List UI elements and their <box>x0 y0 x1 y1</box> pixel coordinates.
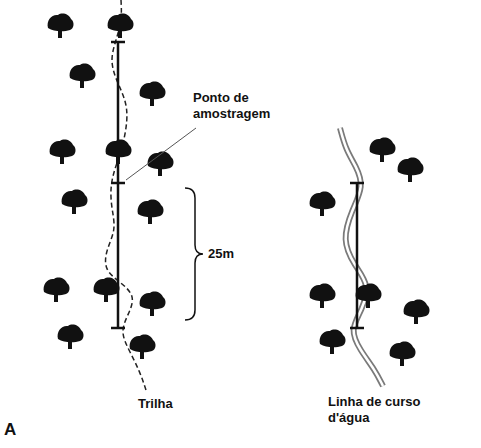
tree-icon <box>370 138 396 162</box>
trail-line <box>106 0 146 390</box>
tick-mark <box>111 182 125 185</box>
tree-icon <box>106 140 132 164</box>
bracket <box>185 188 203 320</box>
leader-line <box>126 128 196 180</box>
dimension-label: 25m <box>208 246 248 262</box>
tree-icon <box>356 284 382 308</box>
tree-icon <box>140 292 166 316</box>
panel-letter: A <box>4 420 24 440</box>
tree-icon <box>94 278 120 302</box>
tick-mark <box>350 182 364 185</box>
tick-mark <box>111 327 125 330</box>
water-label: Linha de curso d'água <box>328 394 423 425</box>
tree-icon <box>130 335 156 359</box>
tree-icon <box>48 14 74 38</box>
tree-icon <box>70 64 96 88</box>
tree-icon <box>50 140 76 164</box>
callout-label: Ponto de amostragem <box>193 90 288 121</box>
water-course <box>340 128 383 386</box>
tree-icon <box>310 284 336 308</box>
tree-icon <box>404 300 430 324</box>
tree-icon <box>108 14 134 38</box>
trail-label: Trilha <box>138 396 198 412</box>
tree-icon <box>58 325 84 349</box>
tree-icon <box>310 192 336 216</box>
tree-icon <box>398 158 424 182</box>
tree-icon <box>148 152 174 176</box>
tree-icon <box>138 200 164 224</box>
tick-mark <box>111 41 125 44</box>
water-course-inner <box>340 128 383 386</box>
tick-mark <box>350 327 364 330</box>
tree-icon <box>140 82 166 106</box>
tree-icon <box>320 330 346 354</box>
tree-icon <box>390 342 416 366</box>
transect-line <box>356 183 359 328</box>
tree-icon <box>44 278 70 302</box>
tree-icon <box>62 190 88 214</box>
